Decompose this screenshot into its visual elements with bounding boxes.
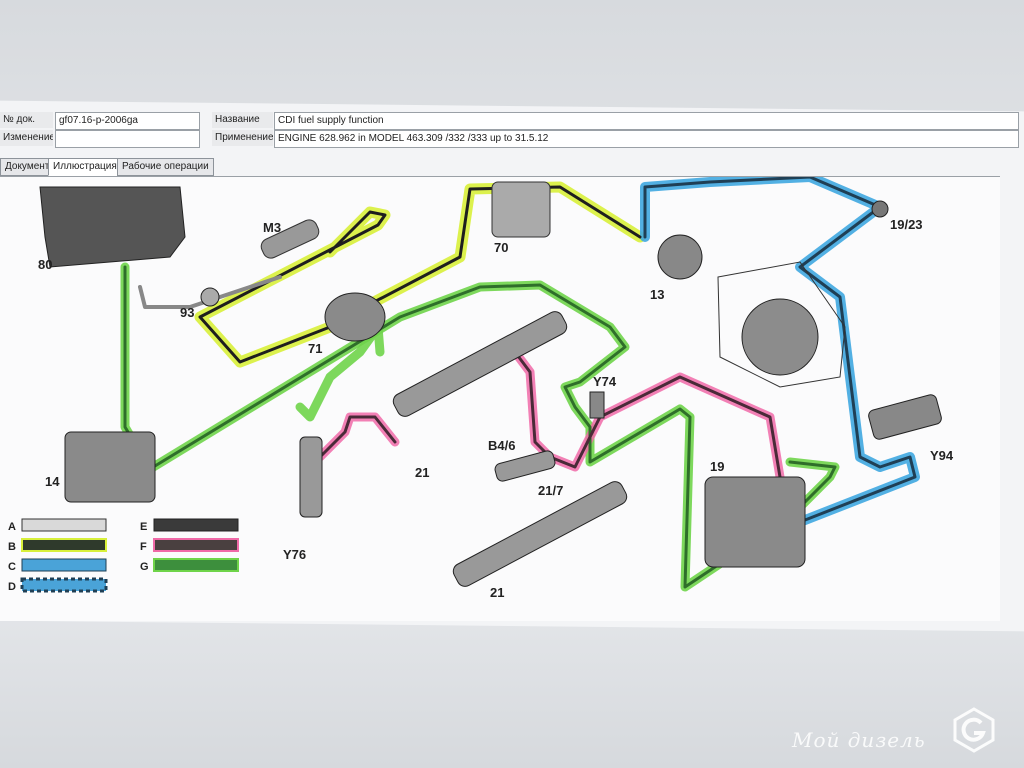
legend-swatch-b	[21, 538, 107, 552]
legend-letter-b: B	[8, 541, 16, 553]
tab-document[interactable]: Документ	[0, 158, 55, 176]
application-label: Применение	[212, 130, 273, 146]
legend-swatch-g	[153, 558, 239, 572]
fuel-tank-80	[39, 186, 186, 268]
document-info-table: № док. gf07.16-p-2006ga Изменение Назван…	[0, 112, 1024, 156]
valve-y74	[589, 391, 605, 419]
legend: A B C D E F G	[8, 518, 239, 593]
label-21-upper: 21	[415, 465, 429, 480]
component-70	[491, 181, 551, 238]
pump-detail-frame	[717, 261, 846, 388]
watermark-logo-icon	[953, 707, 995, 753]
watermark-text: Мой дизель	[792, 728, 926, 752]
component-19-23	[871, 200, 889, 218]
component-13	[657, 234, 703, 280]
label-19: 19	[710, 459, 724, 474]
change-label: Изменение	[0, 130, 53, 146]
component-14	[64, 431, 156, 503]
component-m3	[260, 219, 320, 259]
legend-letter-e: E	[140, 521, 147, 533]
label-14: 14	[45, 474, 60, 489]
legend-swatch-f	[153, 538, 239, 552]
label-13: 13	[650, 287, 664, 302]
tab-bar: Документ Иллюстрация Рабочие операции	[0, 158, 1024, 176]
rail-21-lower	[452, 481, 628, 587]
legend-letter-c: C	[8, 561, 16, 573]
application-field[interactable]: ENGINE 628.962 in MODEL 463.309 /332 /33…	[274, 130, 1019, 148]
fuel-line-c	[643, 177, 917, 524]
change-field[interactable]	[55, 130, 200, 148]
component-71	[324, 292, 386, 342]
component-y94	[868, 394, 942, 440]
fuel-line-f-2	[318, 415, 397, 459]
label-93: 93	[180, 305, 194, 320]
component-93	[200, 287, 220, 307]
injector-y76	[299, 436, 323, 518]
label-19-23: 19/23	[890, 217, 923, 232]
tab-illustration[interactable]: Иллюстрация	[48, 158, 122, 176]
pink-line-highlight-1	[315, 412, 400, 462]
label-71: 71	[308, 341, 322, 356]
legend-swatch-c	[21, 558, 107, 572]
legend-letter-a: A	[8, 521, 16, 533]
fuel-system-diagram: 80 M3 70 13 19/23 93 71 Y74 B4/6 21 21/7…	[8, 177, 954, 600]
legend-swatch-d	[20, 577, 108, 593]
label-70: 70	[494, 240, 508, 255]
label-m3: M3	[263, 220, 281, 235]
label-y94: Y94	[930, 448, 954, 463]
diagram-canvas: 80 M3 70 13 19/23 93 71 Y74 B4/6 21 21/7…	[0, 176, 1000, 621]
doc-number-label: № док.	[0, 112, 53, 128]
label-y74: Y74	[593, 374, 617, 389]
label-b4-6: B4/6	[488, 438, 515, 453]
legend-swatch-a	[21, 518, 107, 532]
component-19	[704, 476, 806, 568]
legend-letter-d: D	[8, 581, 16, 593]
name-field[interactable]: CDI fuel supply function	[274, 112, 1019, 130]
fuel-return-line	[353, 185, 642, 314]
rail-21-upper	[392, 311, 568, 417]
label-y76: Y76	[283, 547, 306, 562]
legend-letter-g: G	[140, 561, 149, 573]
tab-work-operations[interactable]: Рабочие операции	[117, 158, 214, 176]
legend-letter-f: F	[140, 541, 147, 553]
fuel-line-f	[513, 350, 782, 479]
fuel-line-a	[138, 275, 282, 309]
doc-number-field[interactable]: gf07.16-p-2006ga	[55, 112, 200, 130]
name-label: Название	[212, 112, 273, 128]
high-pressure-pump-detail	[741, 298, 819, 376]
legend-swatch-e	[153, 518, 239, 532]
fuel-line-b	[198, 210, 387, 364]
label-80: 80	[38, 257, 52, 272]
sensor-b4-6	[494, 450, 556, 482]
label-21-lower: 21	[490, 585, 504, 600]
label-21-7: 21/7	[538, 483, 563, 498]
